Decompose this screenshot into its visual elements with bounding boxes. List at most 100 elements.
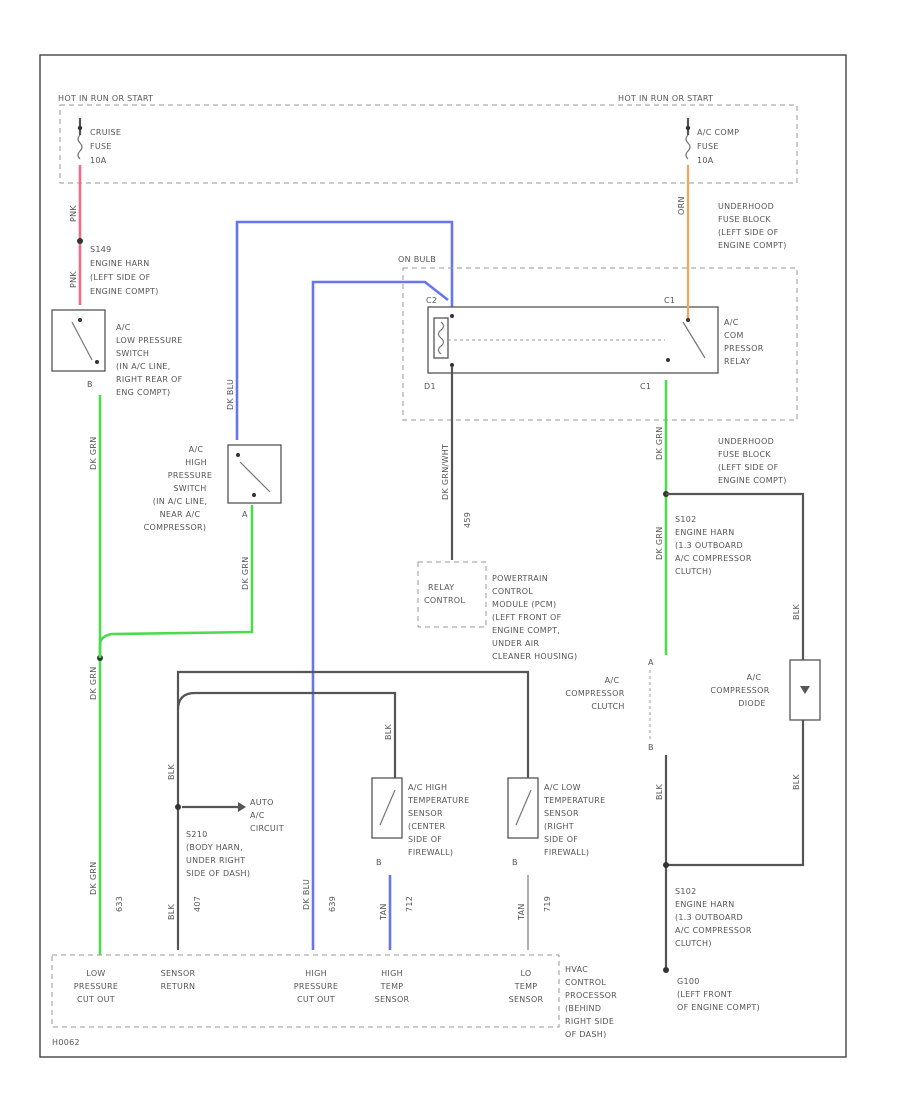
ht-label-1: A/C HIGH xyxy=(408,783,447,792)
g100-label-2: (LEFT FRONT xyxy=(677,990,732,999)
relay-control-wire-code: DK GRN/WHT xyxy=(441,444,450,500)
lt-label-1: A/C LOW xyxy=(544,783,581,792)
hps-label-2: HIGH xyxy=(185,458,207,467)
pcm-box xyxy=(417,561,487,628)
hvac-input-1-l3: CUT OUT xyxy=(77,995,115,1004)
g100-label-1: G100 xyxy=(677,977,700,986)
tan-wire-code-a: TAN xyxy=(379,903,388,921)
underhood-mid-3: (LEFT SIDE OF xyxy=(718,463,779,472)
fuse-right-power-label: HOT IN RUN OR START xyxy=(618,94,713,103)
splice-s102-bottom-node xyxy=(663,862,669,868)
circuit-number-2: 407 xyxy=(193,896,202,912)
left-fuse-rating: 10A xyxy=(90,156,107,165)
sensor-return-branch xyxy=(176,691,397,780)
underhood-top-3: (LEFT SIDE OF xyxy=(718,228,779,237)
lps-label-2: LOW PRESSURE xyxy=(116,336,183,345)
relay-contact-node-bot xyxy=(666,358,670,362)
pcm-label-6: UNDER AIR xyxy=(492,639,539,648)
hvac-input-5-l3: SENSOR xyxy=(509,995,544,1004)
splice-s149-node xyxy=(77,238,83,244)
s102-top-3: (1.3 OUTBOARD xyxy=(675,541,743,550)
lps-pin-b: B xyxy=(87,380,93,389)
green-wire-code-f: DK GRN xyxy=(655,527,664,561)
ht-pin-b: B xyxy=(376,858,382,867)
underhood-mid-2: FUSE BLOCK xyxy=(718,450,771,459)
hvac-input-4-l2: TEMP xyxy=(380,982,404,991)
low-temp-sensor-element xyxy=(515,789,532,826)
diode-label-2: COMPRESSOR xyxy=(710,686,769,695)
low-pressure-switch-contact xyxy=(71,321,93,361)
relay-label-1: A/C xyxy=(724,318,739,327)
pcm-box-label-1: RELAY xyxy=(428,583,455,592)
s102-bottom-5: CLUTCH) xyxy=(675,939,712,948)
left-fuse-word: FUSE xyxy=(90,142,112,151)
pcm-box-label-2: CONTROL xyxy=(424,596,465,605)
hps-label-3: PRESSURE xyxy=(168,471,212,480)
circuit-number-4: 712 xyxy=(405,896,414,912)
hvac-label-3: PROCESSOR xyxy=(565,991,617,1000)
blk-wire-code-diode-b: BLK xyxy=(792,773,801,790)
hps-label-4: SWITCH xyxy=(173,484,206,493)
g100-label-3: OF ENGINE COMPT) xyxy=(677,1003,760,1012)
hps-contact xyxy=(239,461,271,493)
s102-top-5: CLUTCH) xyxy=(675,567,712,576)
pcm-label-2: CONTROL xyxy=(492,587,533,596)
hps-label-7: COMPRESSOR) xyxy=(144,523,207,532)
hvac-input-5-l1: LO xyxy=(520,969,531,978)
auto-ac-label-1: AUTO xyxy=(250,798,274,807)
pcm-label-5: ENGINE COMPT, xyxy=(492,626,560,635)
s210-label-4: SIDE OF DASH) xyxy=(186,869,250,878)
left-fuse-node xyxy=(77,125,83,131)
left-fuse-name: CRUISE xyxy=(90,128,121,137)
green-wire-code-b: DK GRN xyxy=(89,667,98,701)
hvac-input-1-l2: PRESSURE xyxy=(74,982,118,991)
s210-label-2: (BODY HARN, xyxy=(186,843,243,852)
blk-wire-code-clutch: BLK xyxy=(655,783,664,800)
fuse-block-outline xyxy=(59,104,798,184)
left-fuse-icon xyxy=(77,134,83,160)
right-fuse-node xyxy=(685,125,691,131)
auto-ac-label-2: A/C xyxy=(250,811,265,820)
hvac-label-6: OF DASH) xyxy=(565,1030,607,1039)
lps-label-1: A/C xyxy=(116,323,131,332)
underhood-mid-4: ENGINE COMPT) xyxy=(718,476,787,485)
pink-wire-code-mid: PNK xyxy=(69,271,78,288)
s102-top-1: S102 xyxy=(675,515,697,524)
lt-label-4: (RIGHT xyxy=(544,822,574,831)
orange-wire-code: ORN xyxy=(677,196,686,215)
relay-on-bulb: ON BULB xyxy=(398,255,436,264)
right-fuse-word: FUSE xyxy=(697,142,719,151)
ht-label-2: TEMPERATURE xyxy=(407,796,469,805)
lt-label-3: SENSOR xyxy=(544,809,579,818)
clutch-pin-b: B xyxy=(648,743,654,752)
s149-label-3: (LEFT SIDE OF xyxy=(90,273,151,282)
pcm-label-3: MODULE (PCM) xyxy=(492,600,556,609)
hvac-input-2-l2: RETURN xyxy=(161,982,196,991)
relay-label-2: COM xyxy=(724,331,744,340)
hvac-input-3-l3: CUT OUT xyxy=(297,995,335,1004)
blue-wire-code-b: DK BLU xyxy=(302,879,311,910)
pcm-label-4: (LEFT FRONT OF xyxy=(492,613,562,622)
tan-wire-code-b: TAN xyxy=(517,903,526,921)
green-wire-hps-link xyxy=(98,505,254,658)
s149-label-4: ENGINE COMPT) xyxy=(90,287,159,296)
relay-pin-c1-bot: C1 xyxy=(640,382,651,391)
relay-contact xyxy=(682,321,706,359)
lps-label-4: (IN A/C LINE, xyxy=(116,362,171,371)
underhood-top-4: ENGINE COMPT) xyxy=(718,241,787,250)
green-wire-code-e: DK GRN xyxy=(655,427,664,461)
s149-label-2: ENGINE HARN xyxy=(90,259,150,268)
clutch-label-3: CLUTCH xyxy=(591,702,624,711)
lt-pin-b: B xyxy=(512,858,518,867)
s102-top-2: ENGINE HARN xyxy=(675,528,735,537)
blue-wire-hps xyxy=(235,220,454,440)
clutch-label-1: A/C xyxy=(605,676,620,685)
diagram-frame xyxy=(39,54,847,1058)
ht-label-4: (CENTER xyxy=(408,822,445,831)
relay-body xyxy=(427,306,719,374)
low-pressure-switch-node-bot xyxy=(95,360,99,364)
circuit-459: 459 xyxy=(463,512,472,528)
circuit-number-1: 633 xyxy=(115,896,124,912)
hvac-input-3-l2: PRESSURE xyxy=(294,982,338,991)
